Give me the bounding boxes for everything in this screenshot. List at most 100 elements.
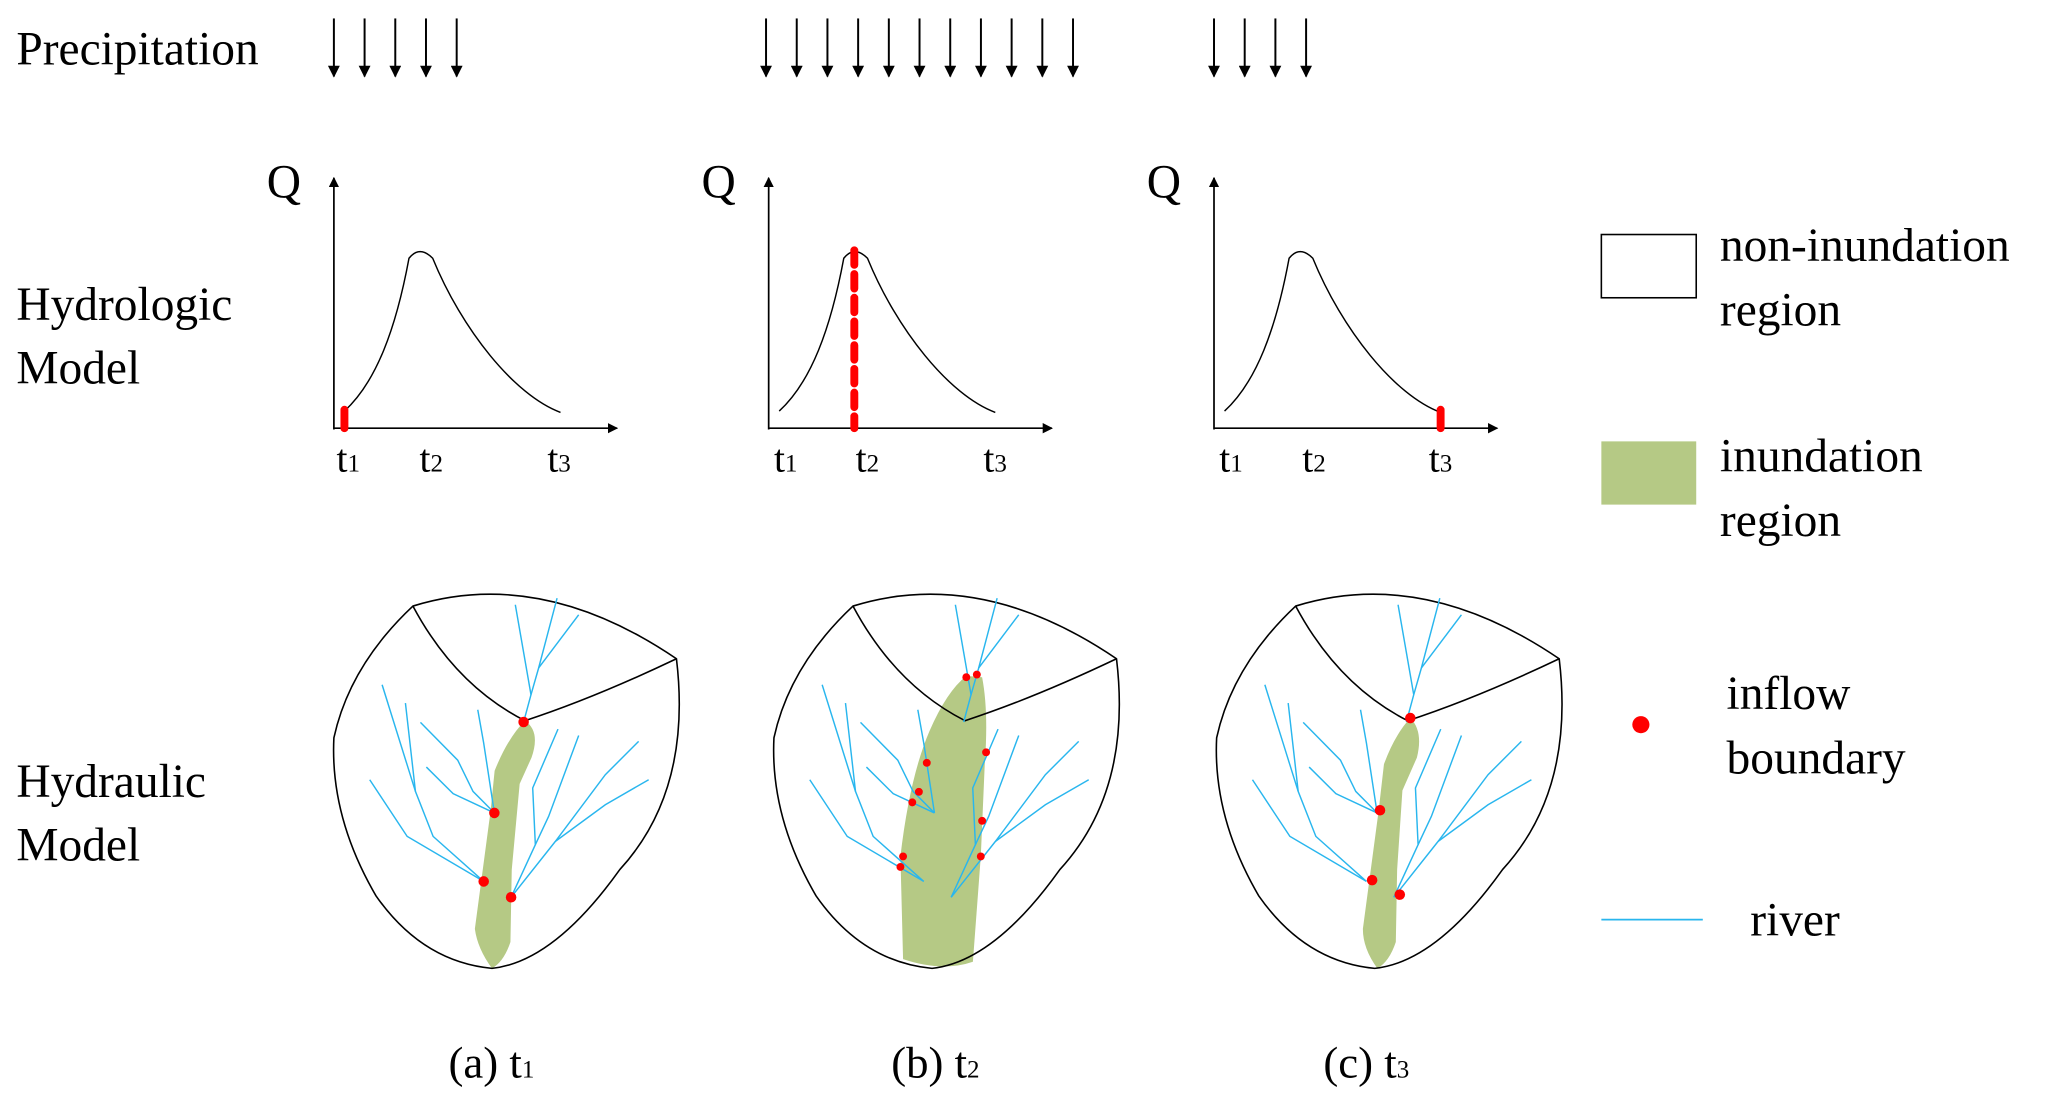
axis-label-q: Q bbox=[1147, 157, 1181, 209]
river-line bbox=[962, 597, 998, 723]
inflow-boundary-point bbox=[1394, 889, 1406, 900]
inundation-region bbox=[900, 675, 987, 967]
panel-a bbox=[327, 18, 681, 970]
river-line bbox=[1359, 709, 1378, 814]
inflow-boundary-point bbox=[976, 852, 985, 861]
inflow-boundary-point bbox=[922, 758, 931, 767]
river-line bbox=[477, 709, 496, 814]
river-line bbox=[1405, 597, 1441, 723]
river-line bbox=[419, 721, 495, 814]
legend-swatch-non-inundation bbox=[1600, 233, 1698, 299]
tick-t3: t3 bbox=[983, 437, 1007, 481]
legend-label-inflow: inflow bbox=[1727, 668, 1852, 720]
river-line bbox=[404, 702, 485, 882]
inflow-boundary-point bbox=[518, 716, 529, 728]
river-line bbox=[538, 614, 580, 669]
river-line bbox=[844, 702, 925, 882]
inundation-region bbox=[1362, 718, 1420, 969]
caption-b: (b) t2 bbox=[891, 1038, 979, 1088]
tick-t1: t1 bbox=[1219, 437, 1243, 481]
inflow-boundary-point bbox=[1374, 805, 1386, 816]
catchment-map bbox=[772, 593, 1121, 970]
axis-label-q: Q bbox=[267, 157, 301, 209]
hydrograph-curve bbox=[778, 250, 996, 414]
inflow-boundary-point bbox=[914, 787, 923, 796]
caption-a: (a) t1 bbox=[449, 1038, 535, 1088]
tick-t1: t1 bbox=[774, 437, 797, 481]
river-line bbox=[369, 779, 485, 883]
river-line bbox=[534, 735, 580, 845]
sub-catchment-boundary bbox=[412, 605, 677, 722]
inflow-boundary-point bbox=[1366, 874, 1378, 886]
river-line bbox=[1420, 614, 1463, 669]
inflow-boundary-point bbox=[908, 798, 917, 807]
legend-label-inundation-2: region bbox=[1720, 495, 1841, 547]
river-line bbox=[950, 728, 999, 898]
river-line bbox=[950, 740, 1080, 898]
precipitation-arrows bbox=[1208, 18, 1313, 78]
river-line bbox=[978, 614, 1020, 669]
legend: non-inundation region inundation region … bbox=[1600, 220, 2010, 946]
catchment-map bbox=[1215, 593, 1563, 970]
river-line bbox=[1264, 684, 1299, 792]
river-line bbox=[917, 709, 936, 814]
river-line bbox=[514, 604, 532, 695]
inflow-boundary-point bbox=[478, 876, 489, 887]
legend-label-inundation: inundation bbox=[1720, 431, 1923, 483]
panel-c-text: Q t1 t2 t3 (c) t3 bbox=[1147, 157, 1452, 1088]
river-line bbox=[859, 721, 935, 814]
river-line bbox=[994, 779, 1090, 842]
precipitation-arrows bbox=[327, 18, 463, 78]
legend-swatch-inundation bbox=[1601, 441, 1697, 505]
catchment-boundary bbox=[1215, 593, 1563, 970]
row-label-hydraulic-model: Model bbox=[16, 819, 140, 871]
axis-label-q: Q bbox=[701, 157, 735, 209]
panel-c bbox=[1208, 18, 1563, 970]
catchment-boundary bbox=[332, 593, 681, 970]
river-line bbox=[1417, 735, 1463, 845]
caption-c: (c) t3 bbox=[1323, 1038, 1409, 1088]
hydrograph-curve bbox=[343, 250, 561, 414]
river-line bbox=[821, 684, 857, 792]
river-line bbox=[1302, 721, 1378, 814]
hydrograph bbox=[328, 176, 619, 434]
river-line bbox=[974, 735, 1020, 845]
precipitation-arrows bbox=[760, 18, 1079, 78]
legend-label-non-inundation-2: region bbox=[1720, 284, 1841, 336]
sub-catchment-boundary bbox=[852, 605, 1117, 722]
river-line bbox=[1308, 766, 1378, 814]
inflow-boundary-point bbox=[896, 862, 905, 871]
panel-b bbox=[760, 18, 1121, 970]
row-label-hydrologic-model: Model bbox=[16, 342, 140, 394]
inflow-boundary-point bbox=[489, 807, 500, 819]
sub-catchment-boundary bbox=[1294, 605, 1560, 722]
tick-t3: t3 bbox=[547, 437, 571, 481]
river-line bbox=[425, 766, 495, 814]
tick-t2: t2 bbox=[1302, 437, 1326, 481]
catchment-map bbox=[332, 593, 681, 970]
legend-label-inflow-2: boundary bbox=[1727, 732, 1906, 784]
inflow-boundary-point bbox=[899, 852, 908, 861]
legend-label-non-inundation: non-inundation bbox=[1720, 220, 2010, 272]
river-line bbox=[381, 684, 417, 792]
row-label-precipitation: Precipitation bbox=[16, 24, 258, 76]
river-line bbox=[510, 740, 640, 898]
panel-a-text: Q t1 t2 t3 (a) t1 bbox=[267, 157, 571, 1088]
row-label-hydrologic: Hydrologic bbox=[16, 279, 232, 331]
inflow-boundary-point bbox=[972, 670, 981, 679]
hydrograph bbox=[763, 176, 1053, 434]
tick-t2: t2 bbox=[420, 437, 444, 481]
river-line bbox=[554, 779, 650, 842]
inflow-boundary-point bbox=[978, 816, 987, 825]
tick-t3: t3 bbox=[1429, 437, 1453, 481]
inflow-boundary-point bbox=[505, 891, 517, 903]
river-line bbox=[510, 728, 559, 898]
river-line bbox=[1251, 779, 1367, 883]
row-label-hydraulic: Hydraulic bbox=[16, 756, 206, 808]
inflow-boundary-point bbox=[1405, 712, 1416, 724]
river-line bbox=[1393, 740, 1522, 898]
tick-t2: t2 bbox=[856, 437, 880, 481]
river-line bbox=[522, 597, 558, 723]
inflow-boundary-point bbox=[982, 748, 991, 757]
